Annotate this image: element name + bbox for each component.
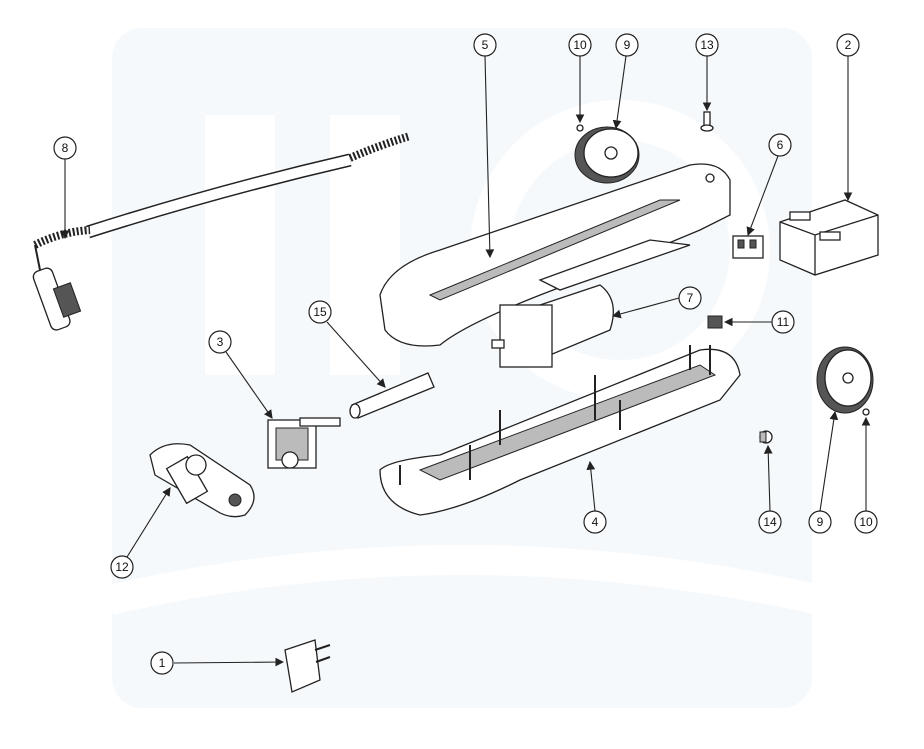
svg-text:2: 2	[845, 38, 852, 52]
tube-part	[349, 372, 435, 419]
svg-text:5: 5	[482, 38, 489, 52]
callout-2: 2	[836, 33, 860, 57]
svg-text:7: 7	[687, 291, 694, 305]
callout-10-right: 10	[854, 510, 878, 534]
svg-text:8: 8	[62, 141, 69, 155]
motor-gearbox-part	[267, 417, 341, 469]
svg-text:13: 13	[700, 38, 714, 52]
callout-1: 1	[150, 651, 174, 675]
screw-part	[700, 111, 714, 132]
svg-text:4: 4	[592, 515, 599, 529]
callout-6: 6	[768, 133, 792, 157]
callout-3: 3	[208, 330, 232, 354]
upper-housing-part	[379, 163, 731, 347]
switch-part	[707, 315, 723, 329]
nut-top-part	[576, 124, 584, 132]
svg-text:10: 10	[573, 38, 587, 52]
callout-10-top: 10	[568, 33, 592, 57]
callout-9-right: 9	[808, 510, 832, 534]
nut-right-part	[862, 408, 870, 416]
svg-text:12: 12	[115, 560, 129, 574]
callout-11: 11	[771, 310, 795, 334]
callout-13: 13	[695, 33, 719, 57]
leader-lines	[60, 55, 871, 667]
svg-text:10: 10	[859, 515, 873, 529]
callout-4: 4	[583, 510, 607, 534]
wheel-top-part	[574, 126, 640, 184]
svg-text:1: 1	[159, 656, 166, 670]
callout-9-top: 9	[615, 33, 639, 57]
svg-text:11: 11	[777, 315, 790, 329]
connector-block-part	[732, 235, 764, 259]
callout-8: 8	[53, 136, 77, 160]
svg-text:9: 9	[624, 38, 631, 52]
callout-5: 5	[473, 33, 497, 57]
svg-text:3: 3	[217, 335, 224, 349]
drive-motor-part	[491, 284, 614, 368]
callout-7: 7	[678, 286, 702, 310]
callout-14: 14	[758, 510, 782, 534]
wheel-right-part	[816, 346, 874, 414]
svg-text:14: 14	[763, 515, 777, 529]
svg-text:6: 6	[777, 138, 784, 152]
power-adapter-part	[284, 639, 331, 693]
svg-text:9: 9	[817, 515, 824, 529]
callout-12: 12	[110, 555, 134, 579]
lower-housing-part	[379, 345, 741, 516]
coiled-cable-part	[32, 132, 412, 331]
svg-text:15: 15	[313, 305, 327, 319]
plug-part	[759, 430, 773, 444]
callout-15: 15	[308, 300, 332, 324]
crank-arm-part	[149, 443, 255, 518]
